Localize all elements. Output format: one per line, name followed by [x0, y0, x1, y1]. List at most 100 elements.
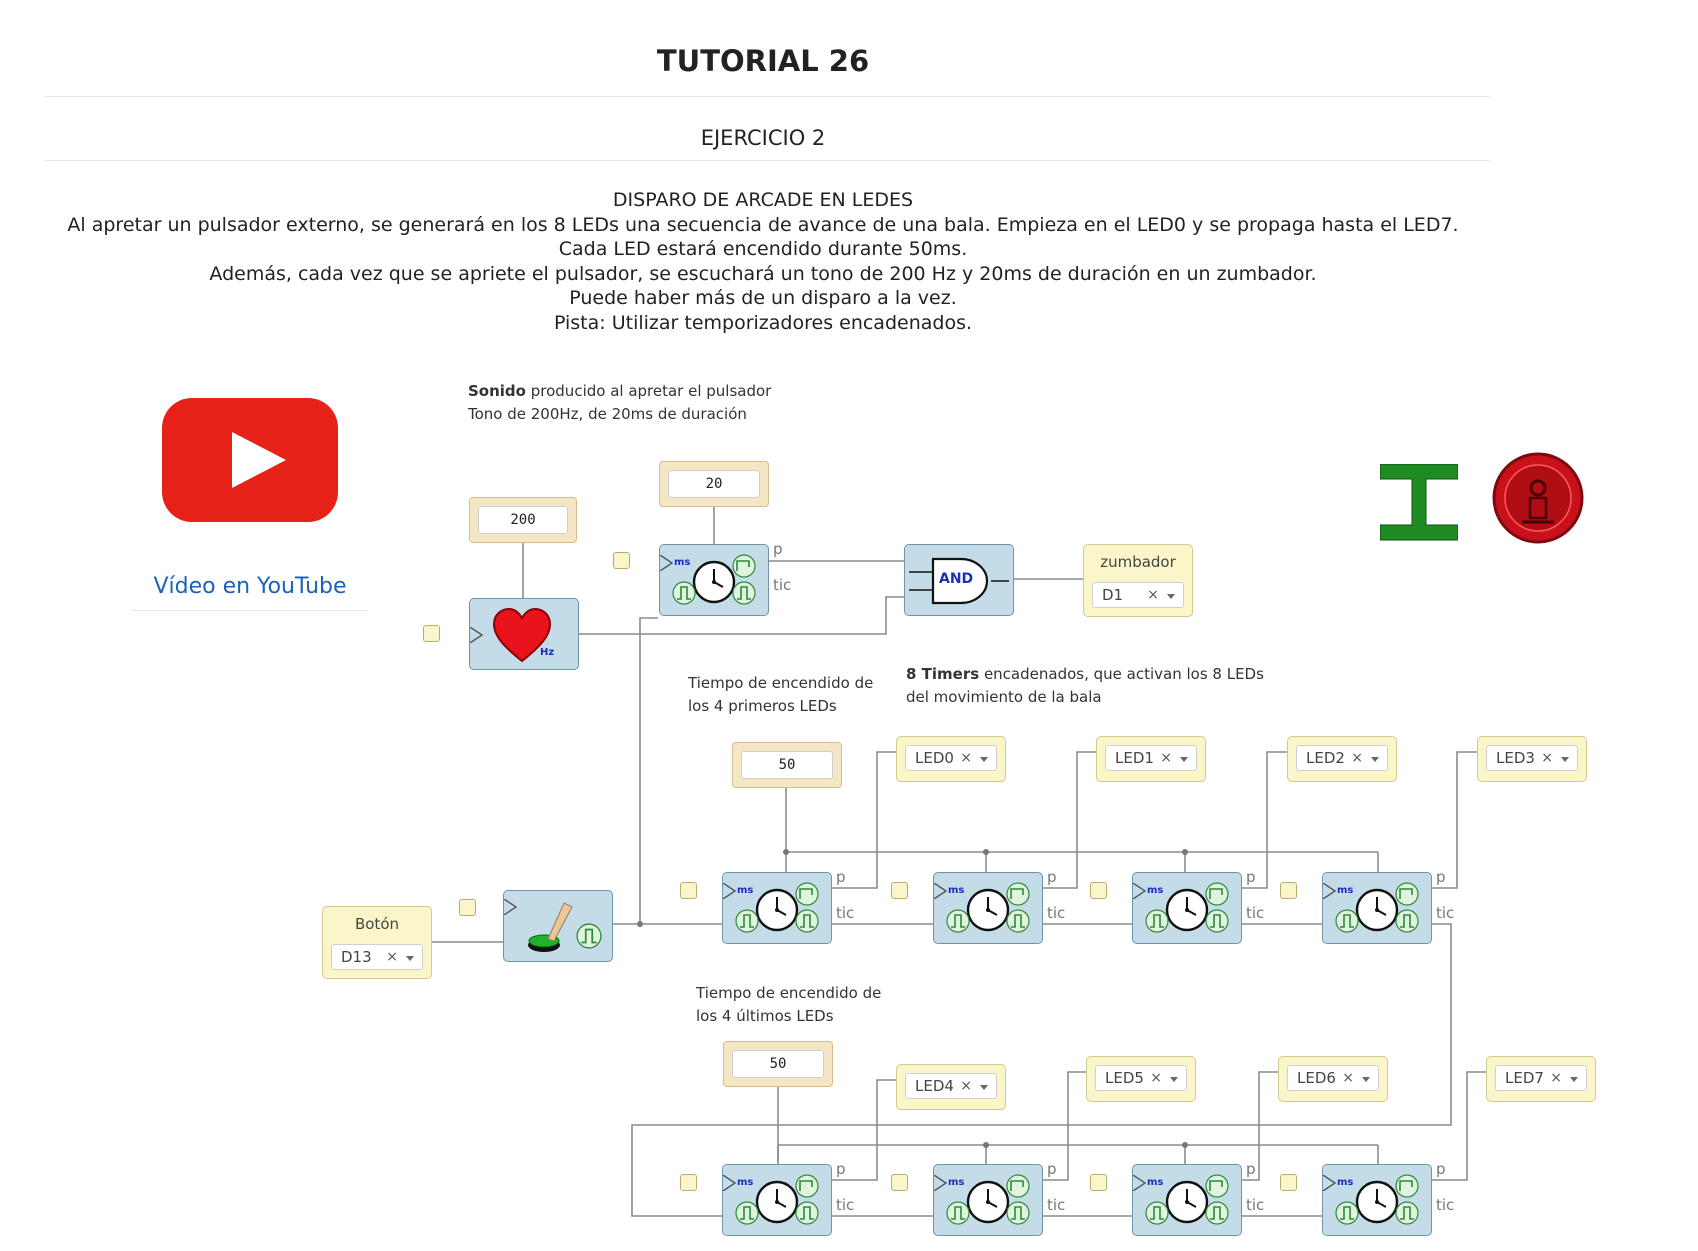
clear-icon[interactable]: × [1351, 750, 1363, 766]
clear-icon[interactable]: × [960, 1078, 972, 1094]
led-output-block[interactable]: LED5× [1086, 1056, 1196, 1102]
input-arrow-icon [660, 555, 674, 571]
freq-constant[interactable]: 200 [469, 497, 577, 543]
chevron-down-icon[interactable] [980, 757, 988, 762]
buzzer-label: zumbador [1100, 553, 1176, 571]
chevron-down-icon[interactable] [1180, 757, 1188, 762]
first-leds-time-value[interactable]: 50 [741, 751, 833, 779]
clear-icon[interactable]: × [1147, 587, 1159, 603]
pulse-icon [735, 909, 759, 933]
clear-icon[interactable]: × [1150, 1070, 1162, 1086]
trigger-input[interactable] [1090, 882, 1107, 899]
clear-icon[interactable]: × [1342, 1070, 1354, 1086]
clear-icon[interactable]: × [1541, 750, 1553, 766]
led-output-block[interactable]: LED0× [896, 736, 1006, 782]
led-pin-select[interactable]: LED0× [905, 745, 997, 771]
led-timer-block[interactable]: ms [1322, 872, 1432, 944]
pulse-icon [1205, 1201, 1229, 1225]
buzzer-output-block[interactable]: zumbador D1 × [1083, 544, 1193, 617]
clear-icon[interactable]: × [960, 750, 972, 766]
sound-note-bold: Sonido [468, 382, 526, 400]
tone-timer-block[interactable]: ms [659, 544, 769, 616]
trigger-input[interactable] [680, 882, 697, 899]
led-pin-select[interactable]: LED2× [1296, 745, 1388, 771]
tone-duration-constant[interactable]: 20 [659, 461, 769, 507]
led-timer-block[interactable]: ms [1132, 872, 1242, 944]
clear-icon[interactable]: × [1550, 1070, 1562, 1086]
chevron-down-icon[interactable] [1561, 757, 1569, 762]
trigger-input[interactable] [459, 899, 476, 916]
led-output-block[interactable]: LED2× [1287, 736, 1397, 782]
clock-icon [692, 560, 736, 604]
clear-icon[interactable]: × [386, 949, 398, 965]
youtube-video-link[interactable]: Vídeo en YouTube [153, 574, 347, 599]
exercise-description: DISPARO DE ARCADE EN LEDES Al apretar un… [0, 188, 1526, 335]
input-arrow-icon [1323, 1175, 1337, 1191]
chevron-down-icon[interactable] [1170, 1077, 1178, 1082]
led-pin-select[interactable]: LED1× [1105, 745, 1197, 771]
led-output-block[interactable]: LED7 × [1486, 1056, 1596, 1102]
ms-label: ms [737, 885, 754, 896]
clock-icon [1355, 888, 1399, 932]
led-pin-select[interactable]: LED6× [1287, 1065, 1379, 1091]
led-output-block[interactable]: LED3× [1477, 736, 1587, 782]
first-leds-note-line: Tiempo de encendido de [688, 674, 874, 692]
description-line: Puede haber más de un disparo a la vez. [569, 287, 957, 309]
chevron-down-icon[interactable] [1371, 757, 1379, 762]
trigger-input[interactable] [1280, 1174, 1297, 1191]
trigger-input[interactable] [1090, 1174, 1107, 1191]
led-output-block[interactable]: LED4× [896, 1064, 1006, 1110]
trigger-input[interactable] [680, 1174, 697, 1191]
button-input-block[interactable]: Botón D13 × [322, 906, 432, 979]
ms-label: ms [1147, 885, 1164, 896]
port-p-label: p [1246, 1160, 1256, 1178]
description-line: Además, cada vez que se apriete el pulsa… [209, 262, 1317, 285]
led-timer-block[interactable]: ms [933, 872, 1043, 944]
last-leds-time-value[interactable]: 50 [732, 1050, 824, 1078]
led-timer-block[interactable]: ms [1322, 1164, 1432, 1236]
ms-label: ms [737, 1177, 754, 1188]
first-leds-time-constant[interactable]: 50 [732, 742, 842, 788]
step-icon [1205, 1174, 1229, 1198]
tone-duration-value[interactable]: 20 [668, 470, 760, 498]
clear-icon[interactable]: × [1160, 750, 1172, 766]
port-tic-label: tic [1436, 904, 1455, 922]
port-p-label: p [1436, 868, 1446, 886]
trigger-input[interactable] [891, 1174, 908, 1191]
buzzer-pin-select[interactable]: D1 × [1092, 582, 1184, 608]
chevron-down-icon[interactable] [1167, 594, 1175, 599]
led-output-block[interactable]: LED1× [1096, 736, 1206, 782]
trigger-input[interactable] [613, 552, 630, 569]
trigger-input[interactable] [423, 625, 440, 642]
chevron-down-icon[interactable] [980, 1085, 988, 1090]
youtube-logo-icon[interactable] [162, 398, 338, 522]
tone-generator-block[interactable]: Hz [469, 598, 579, 670]
led-output-block[interactable]: LED6× [1278, 1056, 1388, 1102]
trigger-input[interactable] [1280, 882, 1297, 899]
trigger-input[interactable] [891, 882, 908, 899]
chevron-down-icon[interactable] [1570, 1077, 1578, 1082]
led-timer-block[interactable]: ms [1132, 1164, 1242, 1236]
led-timer-block[interactable]: ms [933, 1164, 1043, 1236]
led-pin-value: LED7 [1505, 1069, 1544, 1087]
led-timer-block[interactable]: ms [722, 872, 832, 944]
port-tic-label: tic [1246, 904, 1265, 922]
freq-value[interactable]: 200 [478, 506, 568, 534]
led-pin-select[interactable]: LED4× [905, 1073, 997, 1099]
sound-note-line: Tono de 200Hz, de 20ms de duración [468, 405, 747, 423]
led-pin-select[interactable]: LED3× [1486, 745, 1578, 771]
and-gate-block[interactable]: AND [904, 544, 1014, 616]
port-tic-label: tic [1246, 1196, 1265, 1214]
ms-label: ms [948, 885, 965, 896]
chevron-down-icon[interactable] [406, 956, 414, 961]
pushbutton-block[interactable] [503, 890, 613, 962]
last-leds-time-constant[interactable]: 50 [723, 1041, 833, 1087]
button-pin-select[interactable]: D13 × [331, 944, 423, 970]
sound-note-text: producido al apretar el pulsador [525, 382, 772, 400]
chevron-down-icon[interactable] [1362, 1077, 1370, 1082]
pulse-icon [735, 1201, 759, 1225]
led-pin-select[interactable]: LED7 × [1495, 1065, 1587, 1091]
led-timer-block[interactable]: ms [722, 1164, 832, 1236]
led-pin-select[interactable]: LED5× [1095, 1065, 1187, 1091]
